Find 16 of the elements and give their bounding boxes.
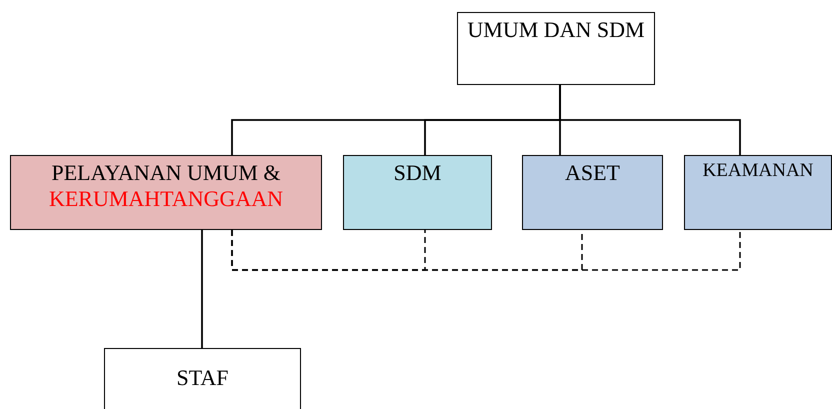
unit-label: ASET xyxy=(564,160,621,186)
unit-box xyxy=(10,155,322,230)
unit-label: KEAMANAN xyxy=(702,159,814,183)
department-box xyxy=(457,12,655,85)
unit-label: UMUM DAN SDM xyxy=(466,17,646,43)
connector-line xyxy=(559,85,741,155)
unit-box xyxy=(343,155,492,230)
dashed-connector xyxy=(231,230,741,271)
unit-label: STAF xyxy=(175,365,230,391)
unit-label: PELAYANAN UMUM & xyxy=(50,160,282,186)
unit-label: SDM xyxy=(392,160,442,186)
unit-label: KERUMAHTANGGAAN xyxy=(48,186,284,212)
unit-box xyxy=(684,155,832,230)
unit-box xyxy=(522,155,663,230)
staff-box xyxy=(104,348,301,409)
connector-line xyxy=(201,230,203,348)
